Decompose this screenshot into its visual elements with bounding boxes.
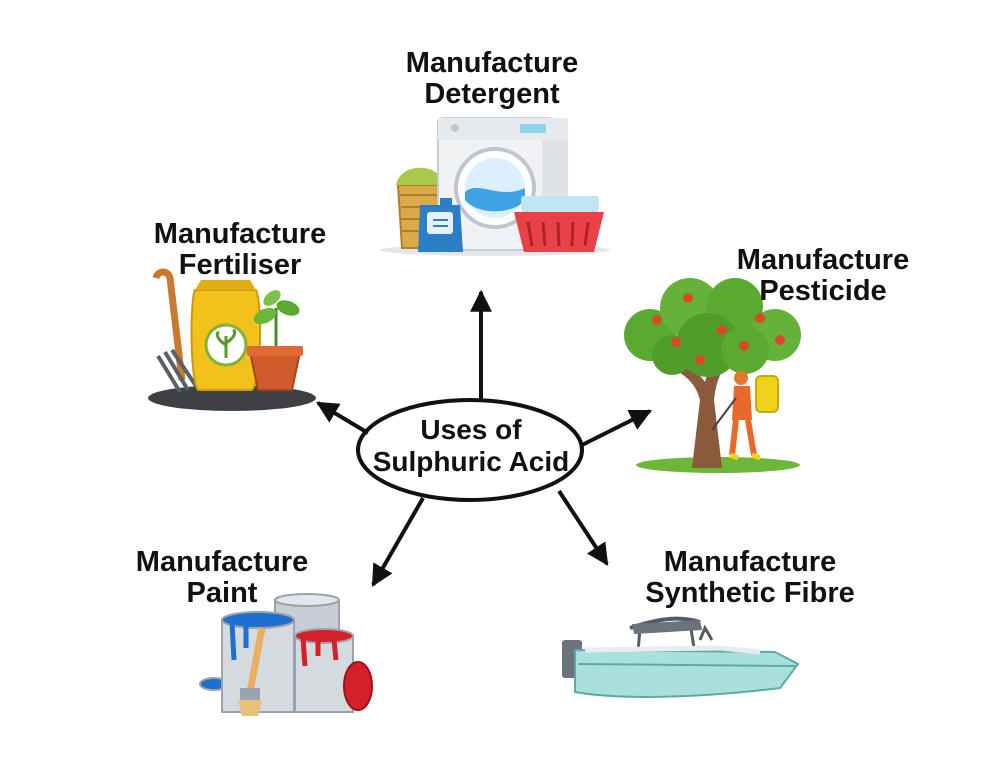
arrow-to-fertiliser xyxy=(316,401,370,435)
washing-machine-icon xyxy=(380,117,610,256)
center-title: Uses of Sulphuric Acid xyxy=(360,414,582,478)
label-detergent-line1: Manufacture xyxy=(405,47,579,79)
paint-cans-icon xyxy=(199,593,373,716)
label-fertiliser-line2: Fertiliser xyxy=(178,249,302,281)
center-ellipse xyxy=(356,398,584,502)
pesticide-sprayer-tree-icon xyxy=(624,278,801,473)
fertiliser-bag-icon xyxy=(148,268,316,411)
label-fertiliser-line1: Manufacture xyxy=(153,218,327,250)
center-title-line2: Sulphuric Acid xyxy=(372,446,570,477)
label-paint-line2: Paint xyxy=(186,577,258,609)
label-fibre: Manufacture Synthetic Fibre xyxy=(625,547,875,609)
label-fertiliser: Manufacture Fertiliser xyxy=(130,219,350,281)
label-paint: Manufacture Paint xyxy=(110,547,334,609)
label-paint-line1: Manufacture xyxy=(135,546,309,578)
label-fibre-line1: Manufacture xyxy=(663,546,837,578)
label-pesticide-line2: Pesticide xyxy=(759,275,887,307)
label-detergent-line2: Detergent xyxy=(424,78,560,110)
label-detergent: Manufacture Detergent xyxy=(380,48,604,110)
boat-icon xyxy=(562,616,800,698)
label-pesticide: Manufacture Pesticide xyxy=(712,245,934,307)
arrow-to-paint xyxy=(371,497,425,587)
arrow-to-fibre xyxy=(557,489,609,566)
arrow-to-pesticide xyxy=(581,409,652,447)
center-title-line1: Uses of xyxy=(420,414,522,445)
label-fibre-line2: Synthetic Fibre xyxy=(645,577,855,609)
label-pesticide-line1: Manufacture xyxy=(736,244,910,276)
